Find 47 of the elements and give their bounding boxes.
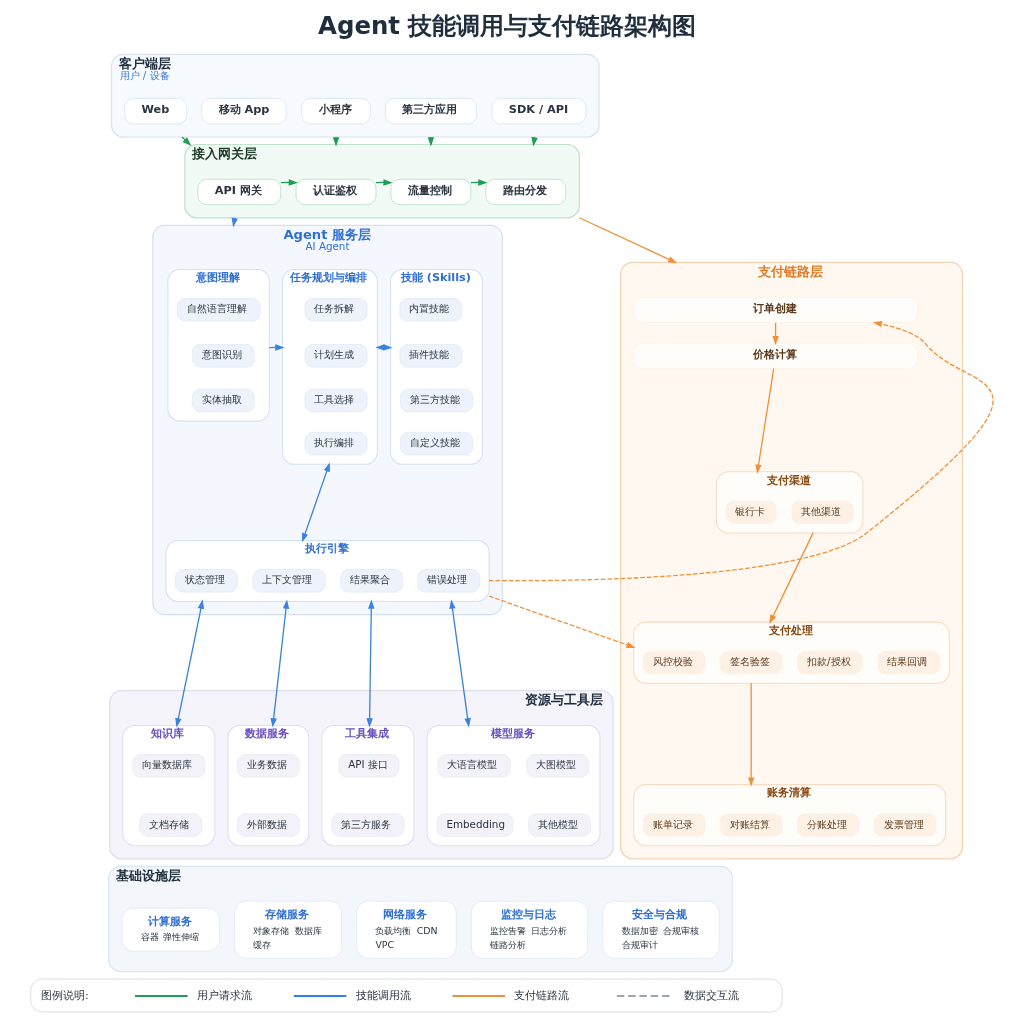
node-box: 移动 App bbox=[201, 98, 287, 125]
node-box: 小程序 bbox=[301, 98, 371, 125]
legend-label: 技能调用流 bbox=[355, 988, 411, 1002]
arrow bbox=[302, 462, 330, 543]
arrow bbox=[366, 599, 375, 728]
arrow bbox=[449, 599, 471, 728]
node-box: 第三方应用 bbox=[384, 98, 477, 125]
node-box: 安全与合规 数据加密 合规审核 合规审计 bbox=[602, 900, 720, 959]
node-box: 计划生成 bbox=[304, 344, 368, 368]
node-box: 结果聚合 bbox=[340, 569, 404, 593]
legend-label: 支付链路流 bbox=[514, 988, 570, 1002]
node-box: 自然语言理解 bbox=[176, 298, 261, 322]
node-box: 意图识别 bbox=[191, 344, 255, 368]
node-box: 路由分发 bbox=[485, 178, 567, 206]
node-box: 认证鉴权 bbox=[295, 178, 377, 206]
node-box: API 网关 bbox=[197, 178, 282, 206]
arrow bbox=[175, 599, 205, 728]
node-box: 第三方技能 bbox=[399, 388, 474, 413]
node-box: 执行编排 bbox=[304, 431, 368, 456]
label: 图例说明: bbox=[41, 988, 89, 1002]
arrow bbox=[488, 595, 636, 648]
node-box: 错误处理 bbox=[417, 569, 481, 593]
legend-label: 用户请求流 bbox=[197, 988, 253, 1002]
node-box: 工具选择 bbox=[304, 388, 368, 413]
node-box: 状态管理 bbox=[174, 569, 238, 593]
node-box: Web bbox=[124, 98, 188, 125]
node-box: 实体抽取 bbox=[191, 388, 255, 413]
diagram-title: Agent 技能调用与支付链路架构图 bbox=[318, 11, 697, 41]
arrow bbox=[747, 682, 755, 787]
node-box: 存储服务 对象存储 数据库 缓存 bbox=[234, 900, 343, 959]
node-box: 自定义技能 bbox=[399, 431, 474, 456]
arrow bbox=[270, 599, 290, 728]
arrow bbox=[769, 532, 814, 624]
node-box: 内置技能 bbox=[399, 298, 463, 322]
node-box: SDK / API bbox=[491, 98, 587, 125]
node-box: 网络服务 负载均衡 CDN VPC bbox=[356, 900, 457, 959]
node-box: 上下文管理 bbox=[252, 569, 326, 593]
node-box: 计算服务 容器 弹性伸缩 bbox=[121, 907, 220, 952]
node-box: 插件技能 bbox=[399, 344, 463, 368]
node-box: 流量控制 bbox=[390, 178, 472, 206]
arrow bbox=[578, 217, 678, 264]
node-box: 订单创建 bbox=[633, 296, 918, 323]
node-box: 价格计算 bbox=[633, 342, 918, 369]
node-box: 任务拆解 bbox=[304, 298, 368, 322]
node-box: 监控与日志 监控告警 日志分析 链路分析 bbox=[470, 900, 589, 959]
arrow bbox=[755, 368, 775, 474]
legend-label: 数据交互流 bbox=[684, 988, 740, 1002]
